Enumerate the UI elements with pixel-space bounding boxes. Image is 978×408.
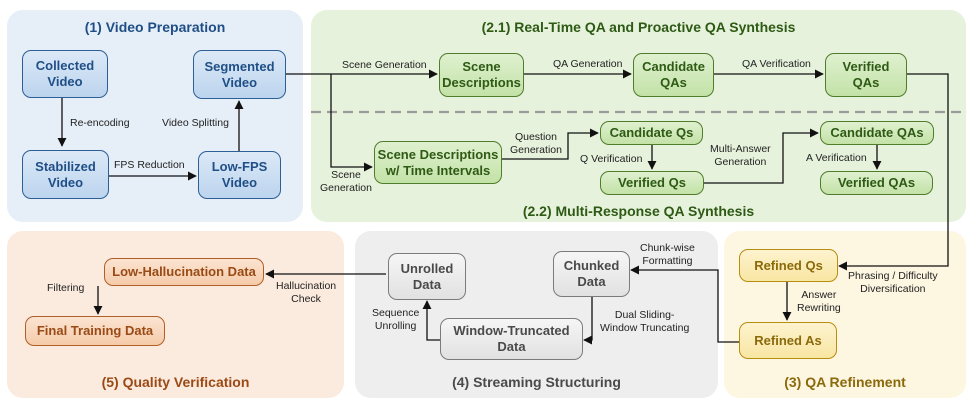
node-window-truncated-data: Window-Truncated Data <box>440 318 583 360</box>
arrow-chunk-formatting <box>630 265 739 343</box>
node-candidate-qas: Candidate QAs <box>633 53 714 97</box>
label-filtering: Filtering <box>47 282 85 294</box>
arrow-to-refinement <box>838 73 949 271</box>
node-verified-qas: Verified QAs <box>825 53 907 97</box>
node-candidate-qas-multi: Candidate QAs <box>820 121 934 145</box>
label-reencoding: Re-encoding <box>70 117 130 129</box>
node-refined-as: Refined As <box>739 322 837 359</box>
label-phrasing-difficulty: Phrasing / Difficulty Diversification <box>848 270 938 295</box>
label-scene-generation-bottom: Scene Generation <box>320 169 372 194</box>
label-qa-generation: QA Generation <box>553 58 623 70</box>
node-verified-qs: Verified Qs <box>600 171 704 195</box>
title-multi-response-qa: (2.2) Multi-Response QA Synthesis <box>522 203 755 219</box>
label-scene-generation-top: Scene Generation <box>342 59 427 71</box>
node-stabilized-video: Stabilized Video <box>22 150 109 199</box>
node-verified-qas-multi: Verified QAs <box>820 171 933 195</box>
label-answer-rewriting: Answer Rewriting <box>797 289 841 314</box>
label-qa-verification: QA Verification <box>742 58 811 70</box>
arrow-scene-generation-bottom <box>330 74 373 172</box>
label-a-verification: A Verification <box>806 152 867 164</box>
node-refined-qs: Refined Qs <box>739 249 838 282</box>
title-quality-verification: (5) Quality Verification <box>101 374 250 390</box>
node-segmented-video: Segmented Video <box>193 50 286 99</box>
arrow-sequence-unrolling <box>422 300 440 341</box>
node-scene-descriptions: Scene Descriptions <box>439 53 524 97</box>
node-collected-video: Collected Video <box>22 50 108 98</box>
label-hallucination-check: Hallucination Check <box>276 280 337 305</box>
node-chunked-data: Chunked Data <box>553 251 630 297</box>
arrow-question-generation <box>502 128 599 160</box>
title-realtime-qa: (2.1) Real-Time QA and Proactive QA Synt… <box>481 19 796 35</box>
title-qa-refinement: (3) QA Refinement <box>784 374 906 390</box>
arrow-multi-answer <box>704 128 819 184</box>
title-video-preparation: (1) Video Preparation <box>84 19 226 35</box>
label-q-verification: Q Verification <box>580 153 643 165</box>
label-dual-sliding-window: Dual Sliding- Window Truncating <box>600 309 690 334</box>
node-unrolled-data: Unrolled Data <box>388 253 466 300</box>
title-streaming-structuring: (4) Streaming Structuring <box>452 374 621 390</box>
arrow-dual-sliding <box>583 297 593 345</box>
node-low-fps-video: Low-FPS Video <box>198 151 281 199</box>
node-candidate-qs: Candidate Qs <box>600 121 703 145</box>
label-multi-answer-generation: Multi-Answer Generation <box>710 143 771 168</box>
label-fps-reduction: FPS Reduction <box>114 159 185 171</box>
node-final-training-data: Final Training Data <box>25 316 165 346</box>
label-video-splitting: Video Splitting <box>162 117 229 129</box>
label-chunk-wise-formatting: Chunk-wise Formatting <box>640 242 695 267</box>
label-sequence-unrolling: Sequence Unrolling <box>372 307 420 332</box>
label-question-generation: Question Generation <box>510 131 562 156</box>
node-low-hallucination-data: Low-Hallucination Data <box>104 258 264 286</box>
node-scene-descriptions-time-intervals: Scene Descriptions w/ Time Intervals <box>374 141 502 184</box>
